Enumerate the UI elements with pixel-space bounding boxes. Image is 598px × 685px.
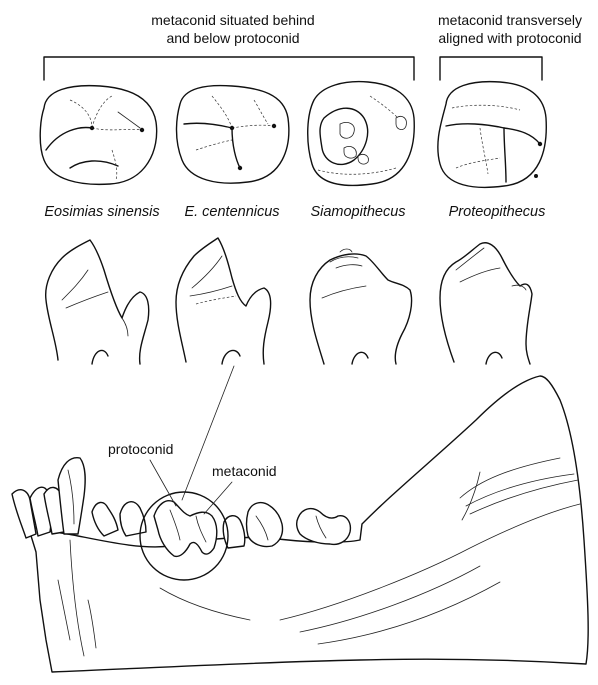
occlusal-eosimias-sinensis xyxy=(40,86,156,185)
header-behind-line1: metaconid situated behind xyxy=(151,12,314,28)
header-behind-line2: and below protoconid xyxy=(166,30,299,46)
label-metaconid: metaconid xyxy=(212,463,277,479)
lateral-eosimias-sinensis xyxy=(46,240,149,364)
occlusal-proteopithecus xyxy=(438,82,546,188)
lateral-proteopithecus xyxy=(440,243,532,364)
bracket-aligned xyxy=(440,57,542,80)
bracket-behind xyxy=(44,57,414,80)
header-aligned-line2: aligned with protoconid xyxy=(438,30,581,46)
metaconid-pointer xyxy=(204,482,232,514)
taxon-label: Proteopithecus xyxy=(449,204,546,220)
header-aligned-line1: metaconid transversely xyxy=(438,12,582,28)
occlusal-e-centennicus xyxy=(177,86,289,184)
occlusal-siamopithecus xyxy=(308,82,415,186)
mandible xyxy=(12,376,588,672)
lateral-e-centennicus xyxy=(176,238,271,364)
leader-line xyxy=(182,366,234,500)
taxon-label: Eosimias sinensis xyxy=(44,204,159,220)
lateral-siamopithecus xyxy=(310,249,412,364)
label-protoconid: protoconid xyxy=(108,441,173,457)
protoconid-pointer xyxy=(150,460,176,506)
taxon-label: E. centennicus xyxy=(184,204,279,220)
taxon-label: Siamopithecus xyxy=(310,204,405,220)
